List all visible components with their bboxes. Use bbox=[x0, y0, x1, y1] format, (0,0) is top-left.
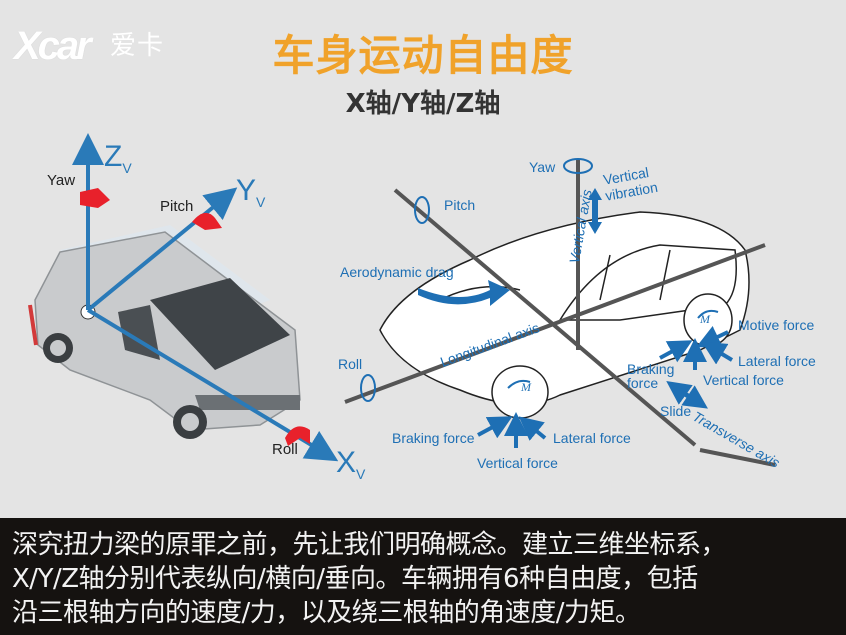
caption-line-1: 深究扭力梁的原罪之前，先让我们明确概念。建立三维坐标系， bbox=[12, 530, 727, 560]
vertical-force-front-label: Vertical force bbox=[477, 455, 558, 471]
z-axis-label: ZV bbox=[104, 140, 132, 176]
yaw-label: Yaw bbox=[47, 172, 76, 189]
yaw-label-right: Yaw bbox=[529, 159, 556, 175]
pitch-label: Pitch bbox=[160, 198, 194, 215]
pitch-label-right: Pitch bbox=[444, 197, 476, 213]
aerodynamic-drag-arrow bbox=[418, 280, 510, 306]
sedan-axes bbox=[344, 160, 776, 467]
van-illustration bbox=[28, 225, 301, 439]
transverse-axis-line-b bbox=[699, 448, 776, 467]
y-axis-label: YV bbox=[236, 174, 266, 210]
slide-label: Slide bbox=[660, 403, 692, 419]
braking-force-rear-arrow bbox=[659, 340, 693, 363]
braking-force-rear-label-2: force bbox=[627, 375, 659, 391]
x-axis-label: XV bbox=[336, 446, 366, 482]
transverse-axis-line-a bbox=[393, 188, 697, 447]
logo-mark: Xcar bbox=[14, 24, 92, 68]
moment-front-label: M bbox=[521, 380, 531, 394]
xcar-logo: Xcar 爱卡 bbox=[14, 22, 174, 70]
lateral-force-rear-arrow bbox=[701, 341, 734, 365]
pitch-ring-icon bbox=[414, 196, 430, 224]
page-title: 车身运动自由度 bbox=[272, 31, 574, 80]
lateral-force-front-label: Lateral force bbox=[553, 430, 631, 446]
slide-arrow-b bbox=[678, 385, 708, 409]
left-axes bbox=[72, 133, 339, 462]
sedan-illustration bbox=[379, 211, 750, 419]
moment-front-arrow bbox=[507, 379, 531, 389]
roll-ring-icon bbox=[360, 374, 376, 402]
lateral-force-front-arrow bbox=[518, 416, 547, 441]
moment-rear-label: M bbox=[700, 312, 710, 326]
caption-line-3: 沿三根轴方向的速度/力，以及绕三根轴的角速度/力矩。 bbox=[12, 598, 641, 628]
braking-force-rear-label-1: Braking bbox=[627, 361, 675, 377]
logo-chinese: 爱卡 bbox=[110, 31, 165, 61]
pitch-rotation-icon bbox=[192, 212, 222, 230]
moment-rear-arrow bbox=[697, 309, 719, 319]
vertical-vibration-arrow bbox=[588, 188, 602, 234]
yaw-rotation-icon bbox=[80, 188, 110, 208]
page-subtitle: X轴/Y轴/Z轴 bbox=[345, 89, 501, 119]
caption-panel: 深究扭力梁的原罪之前，先让我们明确概念。建立三维坐标系， X/Y/Z轴分别代表纵… bbox=[0, 518, 846, 635]
roll-label-right: Roll bbox=[338, 356, 363, 372]
caption-line-2: X/Y/Z轴分别代表纵向/横向/垂向。车辆拥有6种自由度，包括 bbox=[12, 564, 698, 594]
aerodynamic-drag-label: Aerodynamic drag bbox=[340, 264, 454, 280]
diagram-graphics bbox=[28, 133, 776, 467]
braking-force-front-arrow bbox=[477, 416, 513, 439]
braking-force-front-label: Braking force bbox=[392, 430, 475, 446]
motive-force-arrow bbox=[696, 326, 729, 348]
roll-label: Roll bbox=[272, 441, 298, 458]
yaw-ring-icon bbox=[563, 158, 593, 174]
vertical-force-rear-label: Vertical force bbox=[703, 372, 784, 388]
lateral-force-rear-label: Lateral force bbox=[738, 353, 816, 369]
motive-force-label: Motive force bbox=[738, 317, 815, 333]
roll-rotation-icon bbox=[285, 426, 310, 446]
